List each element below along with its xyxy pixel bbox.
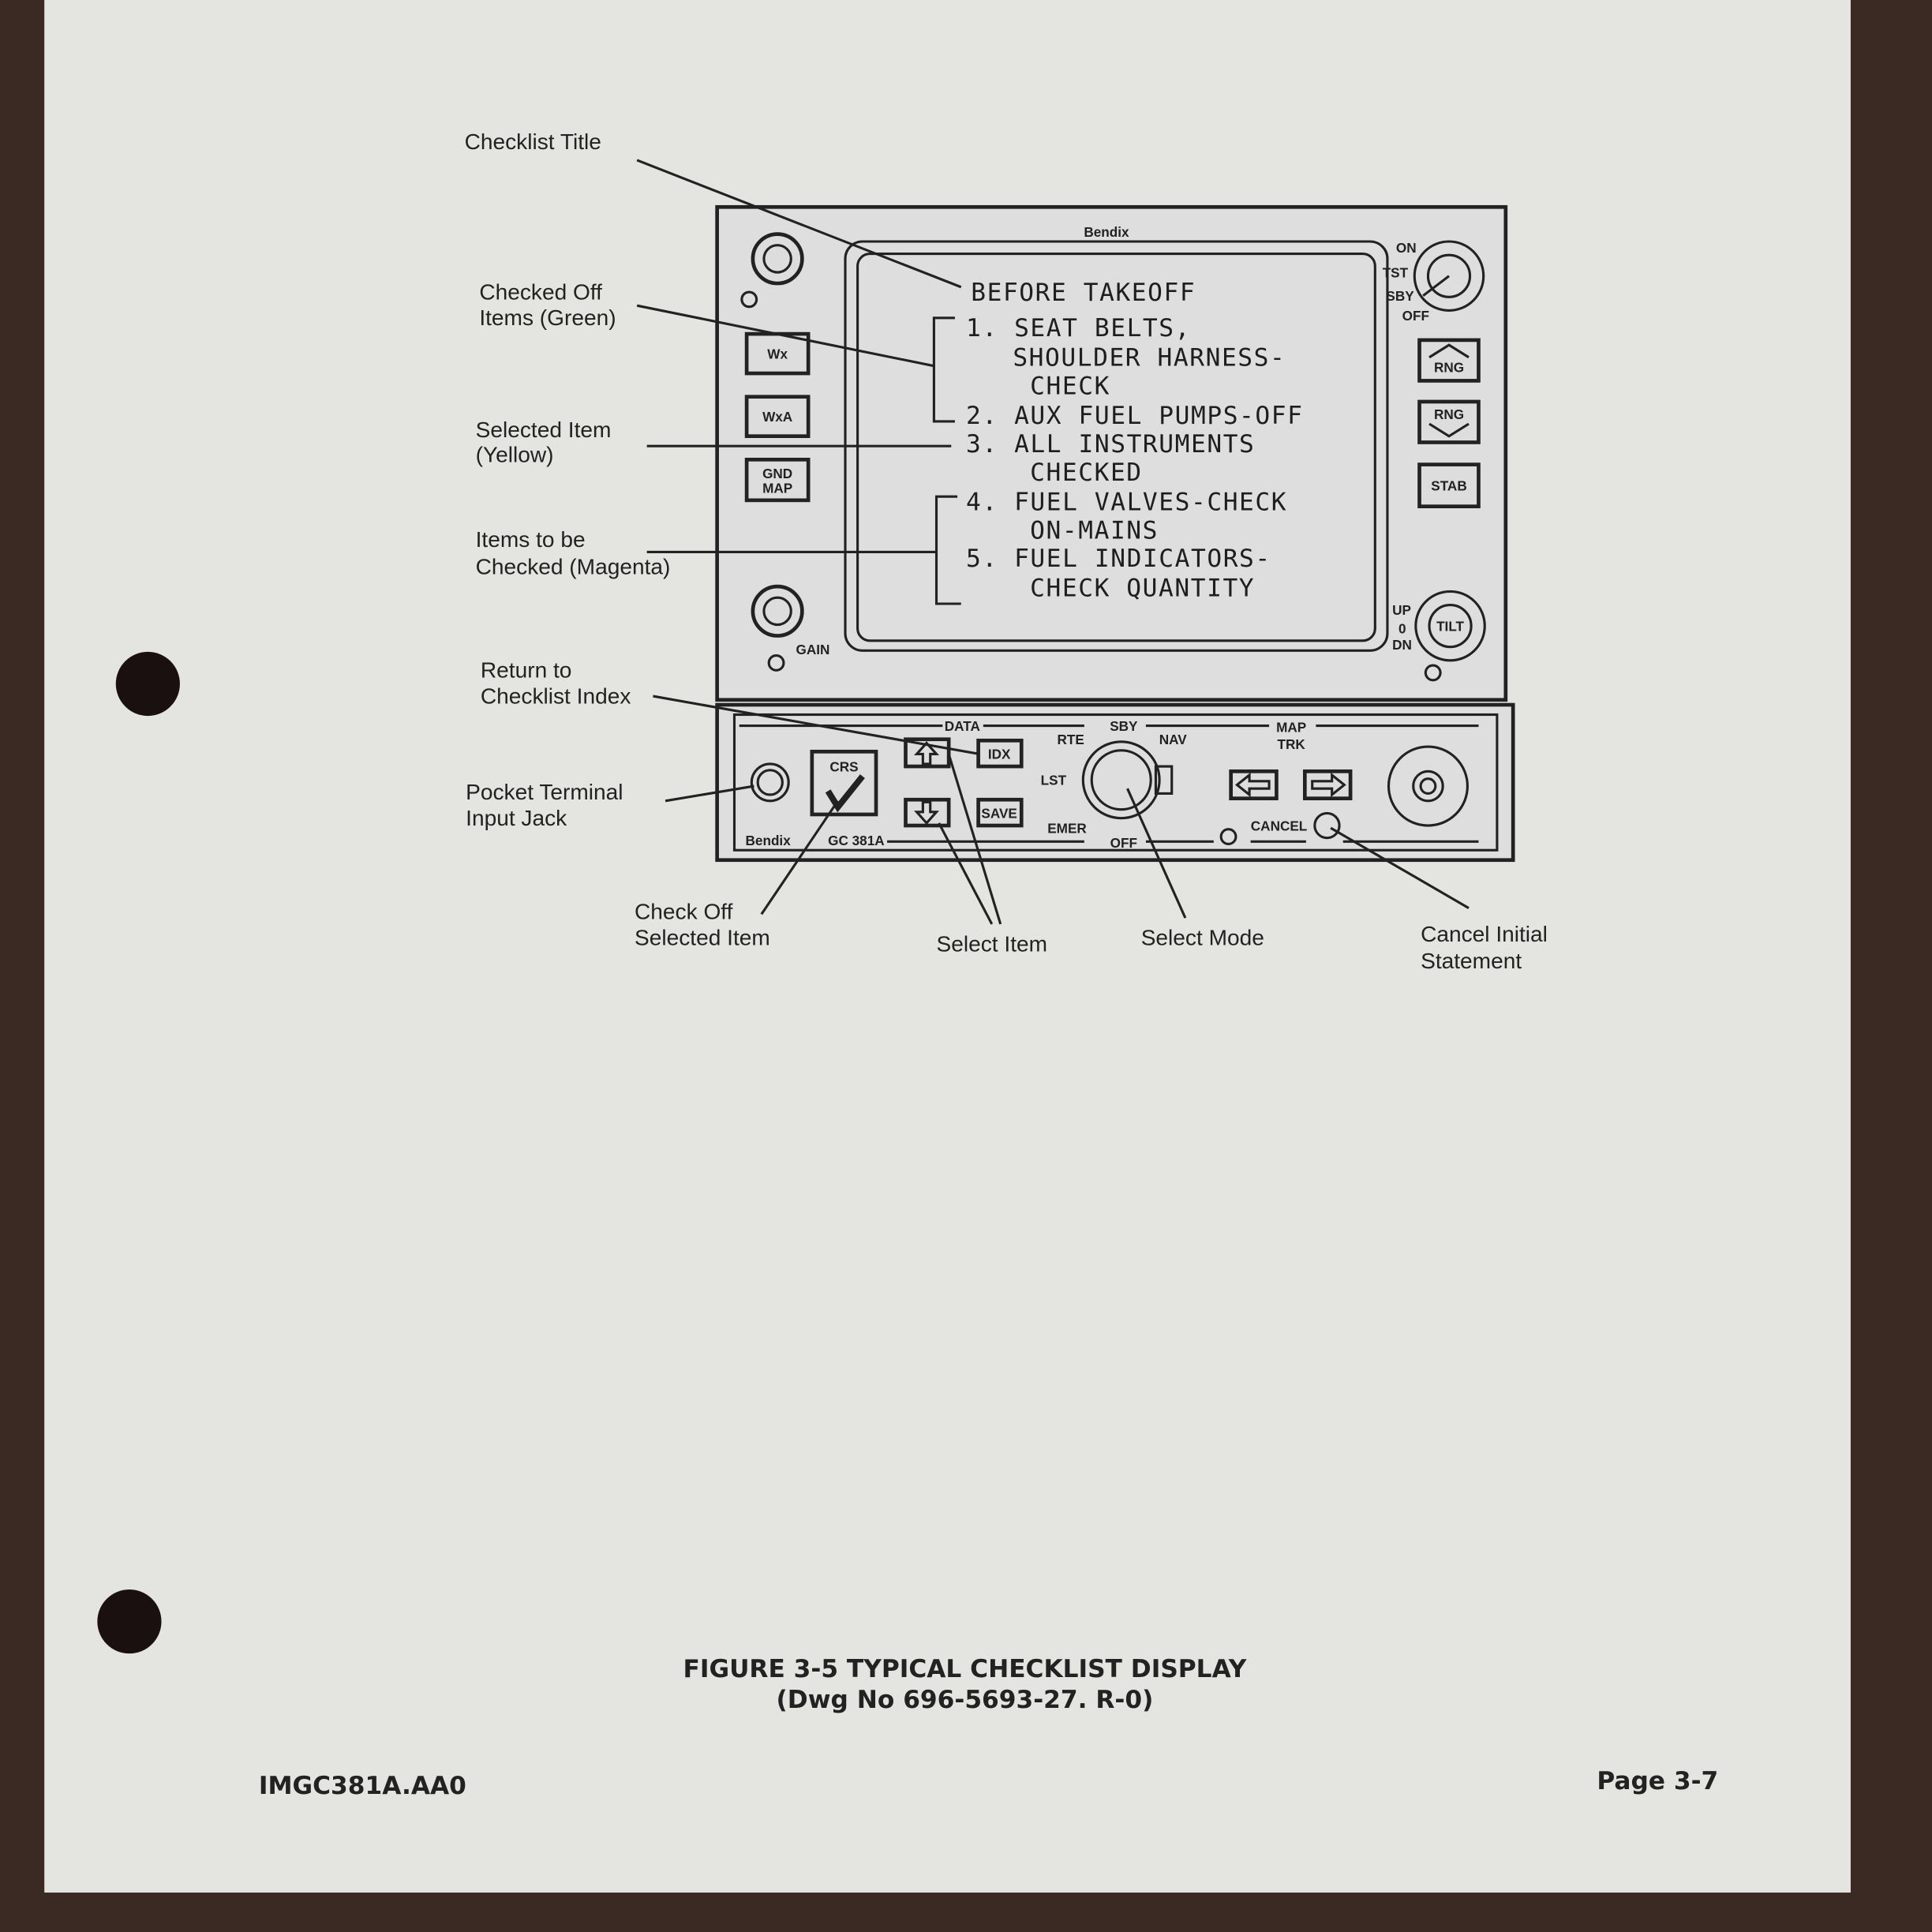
mode-lst-label: LST	[1041, 773, 1067, 788]
map-label: MAP	[1276, 719, 1306, 735]
gain-label: GAIN	[796, 642, 830, 657]
callout-to-check: Checked (Magenta)	[476, 555, 671, 579]
power-on-label: ON	[1396, 240, 1417, 256]
checklist-line: 5. FUEL INDICATORS-	[966, 545, 1271, 573]
knob-icon[interactable]	[751, 232, 804, 286]
crs-label: CRS	[829, 758, 858, 774]
stab-label: STAB	[1431, 477, 1466, 493]
display-brand: Bendix	[1084, 224, 1129, 240]
indicator-icon	[740, 290, 758, 309]
controller-model: GC 381A	[828, 833, 885, 848]
cancel-button[interactable]	[1313, 811, 1341, 840]
callout-selected: Selected Item	[476, 417, 612, 442]
callout-cancel: Cancel Initial	[1421, 922, 1548, 946]
range-up-button[interactable]	[1417, 338, 1481, 383]
wx-label: Wx	[767, 346, 788, 361]
arrow-left-icon	[1234, 772, 1271, 798]
rng-up-label: RNG	[1434, 359, 1464, 375]
arrow-down-icon	[914, 800, 940, 826]
arrow-right-icon	[1311, 772, 1346, 798]
mode-rte-label: RTE	[1058, 732, 1084, 747]
page-number: Page 3-7	[1597, 1767, 1718, 1795]
tilt-dn-label: DN	[1392, 637, 1412, 653]
mode-emer-label: EMER	[1047, 820, 1087, 836]
checklist-line: SHOULDER HARNESS-	[1013, 344, 1286, 373]
gain-knob-icon[interactable]	[751, 584, 804, 638]
save-label: SAVE	[981, 806, 1017, 822]
indicator-icon	[1424, 664, 1442, 682]
checklist-line: CHECK	[1030, 373, 1110, 401]
pocket-terminal-jack[interactable]	[750, 762, 790, 803]
wx-button[interactable]	[744, 331, 811, 376]
gnd-label: GND	[762, 466, 792, 481]
mode-nav-label: NAV	[1159, 732, 1188, 747]
indicator-icon	[767, 654, 785, 672]
display-unit: Bendix BEFORE TAKEOFF 1. SEAT BELTS, SHO…	[715, 204, 1508, 702]
callout-checked-off: Checked Off	[479, 279, 602, 304]
callout-return: Checklist Index	[481, 683, 631, 708]
idx-button[interactable]	[976, 738, 1024, 769]
binder-hole	[115, 651, 180, 717]
document-id: IMGC381A.AA0	[259, 1772, 466, 1800]
callout-checkoff: Check Off	[635, 900, 733, 924]
callouts: Checklist Title Checked Off Items (Green…	[465, 129, 1548, 973]
arrow-up-icon	[914, 741, 940, 766]
power-sby-label: SBY	[1386, 288, 1414, 304]
slew-knob[interactable]	[1387, 745, 1469, 827]
checklist-controller: DATA MAP TRK CRS IDX SAVE RTE SBY NAV LS…	[715, 702, 1515, 863]
gnd-map-button[interactable]	[744, 457, 811, 503]
bracket-checked	[932, 316, 955, 423]
controller-brand: Bendix	[746, 833, 792, 848]
tilt-label: TILT	[1436, 618, 1464, 634]
callout-return: Return to	[481, 658, 572, 683]
tilt-knob-icon[interactable]	[1414, 590, 1486, 662]
tilt-up-label: UP	[1392, 602, 1411, 618]
callout-select-mode: Select Mode	[1141, 925, 1264, 949]
wxa-label: WxA	[762, 409, 792, 425]
map-label: MAP	[762, 480, 792, 496]
callout-to-check: Items to be	[476, 527, 586, 552]
checkmark-icon	[825, 774, 865, 813]
checklist-screen: BEFORE TAKEOFF 1. SEAT BELTS, SHOULDER H…	[932, 279, 1303, 605]
checklist-line: ON-MAINS	[1030, 516, 1159, 545]
wxa-button[interactable]	[744, 395, 811, 439]
power-knob-icon[interactable]	[1413, 240, 1485, 312]
mode-sby-label: SBY	[1110, 718, 1138, 734]
callout-cancel: Statement	[1421, 949, 1522, 973]
mode-off-label: OFF	[1110, 835, 1137, 851]
callout-jack: Input Jack	[466, 806, 567, 830]
callout-checked-off: Items (Green)	[479, 305, 616, 330]
callout-selected: (Yellow)	[476, 442, 554, 466]
callout-select-item: Select Item	[937, 931, 1048, 956]
power-tst-label: TST	[1383, 264, 1409, 280]
triangle-up-icon	[1428, 343, 1470, 359]
mode-selector-knob[interactable]	[1081, 740, 1174, 820]
rng-down-label: RNG	[1434, 406, 1464, 422]
data-label: DATA	[945, 718, 980, 734]
checklist-line: CHECK QUANTITY	[1030, 575, 1255, 603]
checklist-line: 1. SEAT BELTS,	[966, 314, 1191, 343]
callout-checklist-title: Checklist Title	[465, 129, 601, 154]
binder-hole	[97, 1589, 162, 1654]
trk-label: TRK	[1278, 736, 1306, 752]
triangle-down-icon	[1428, 422, 1470, 438]
tilt-zero-label: 0	[1398, 620, 1406, 636]
callout-checkoff: Selected Item	[635, 925, 770, 949]
checklist-line: 2. AUX FUEL PUMPS-OFF	[966, 402, 1303, 430]
indicator-icon	[1219, 828, 1237, 845]
callout-jack: Pocket Terminal	[466, 780, 623, 804]
checklist-title: BEFORE TAKEOFF	[971, 279, 1196, 307]
checklist-line-selected: CHECKED	[1030, 459, 1143, 487]
idx-label: IDX	[988, 747, 1011, 762]
bracket-unchecked	[934, 495, 961, 605]
power-off-label: OFF	[1402, 308, 1429, 324]
checklist-line: 4. FUEL VALVES-CHECK	[966, 488, 1287, 516]
stab-button[interactable]	[1417, 462, 1481, 509]
checklist-line-selected: 3. ALL INSTRUMENTS	[966, 430, 1255, 459]
cancel-label: CANCEL	[1251, 818, 1307, 833]
save-button[interactable]	[976, 797, 1024, 828]
drawing-number: (Dwg No 696-5693-27. R-0)	[777, 1686, 1154, 1714]
figure-caption: FIGURE 3-5 TYPICAL CHECKLIST DISPLAY	[683, 1655, 1247, 1683]
